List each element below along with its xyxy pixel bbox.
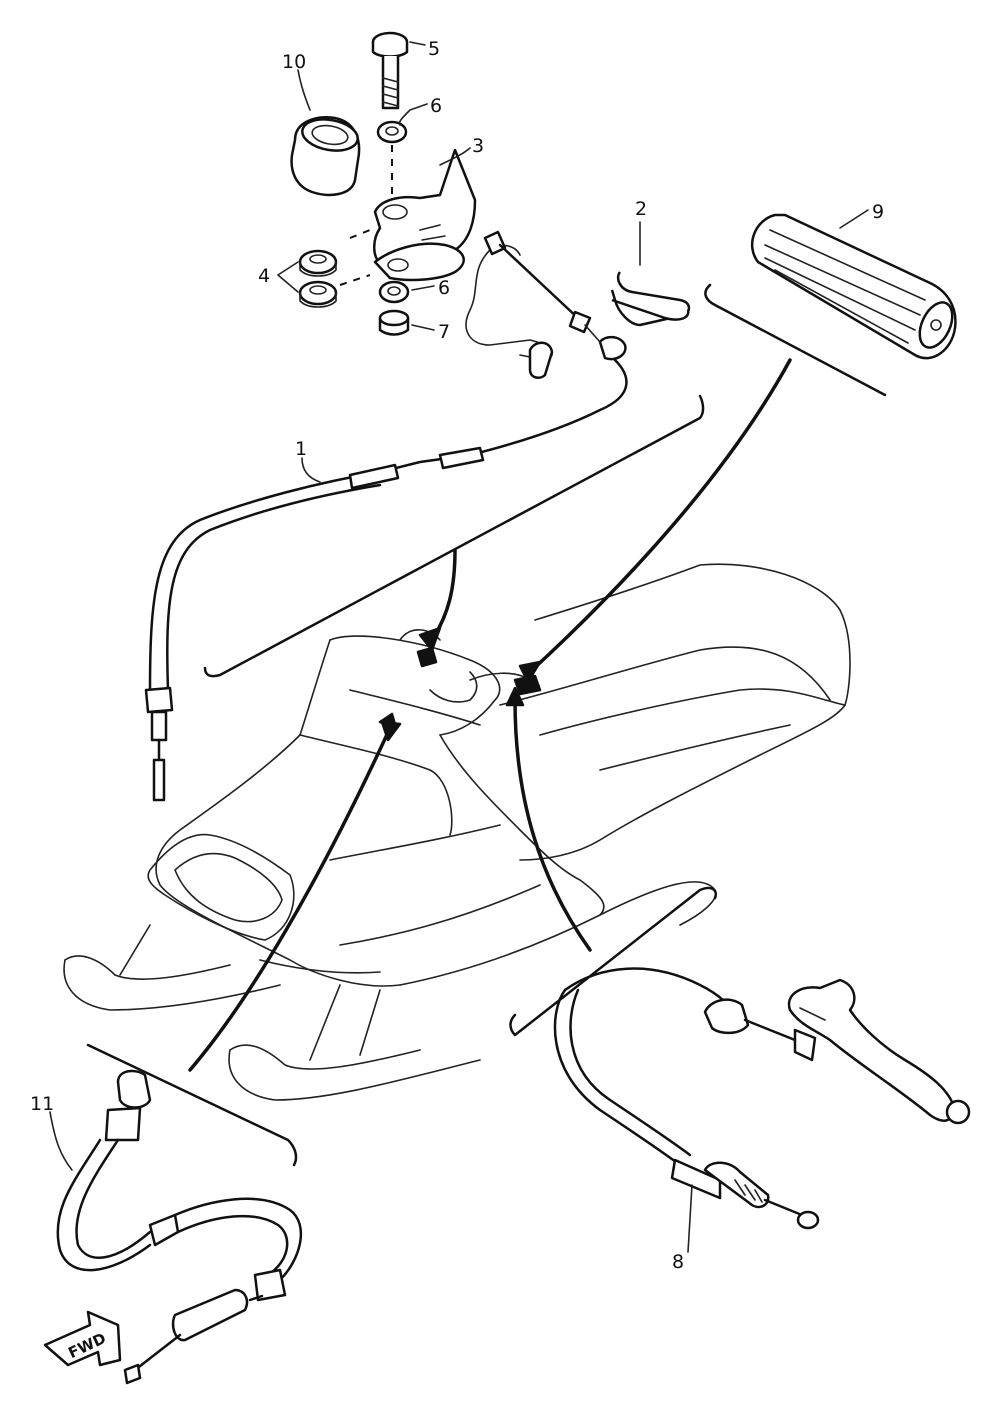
callout-7: 7 xyxy=(438,321,450,343)
callout-9: 9 xyxy=(872,201,884,223)
callout-10: 10 xyxy=(282,51,306,73)
snowmobile-body xyxy=(63,563,851,1101)
callout-8: 8 xyxy=(672,1251,684,1273)
connection-arrows xyxy=(188,358,792,1072)
throttle-housing xyxy=(465,230,627,379)
throttle-lever-bracket xyxy=(339,148,477,286)
throttle-cable xyxy=(144,358,628,802)
callout-leaders xyxy=(49,41,869,1253)
grommets xyxy=(298,249,338,308)
callout-6-lower: 6 xyxy=(438,277,450,299)
bolt xyxy=(371,31,409,110)
assembly-brackets xyxy=(86,283,887,1167)
fwd-arrow: FWD xyxy=(43,1310,122,1367)
callout-11: 11 xyxy=(30,1093,54,1115)
washers-and-nut xyxy=(376,120,410,336)
handlebar-grip xyxy=(750,213,957,360)
cable-clip xyxy=(610,271,691,327)
callout-3: 3 xyxy=(472,135,484,157)
callout-5: 5 xyxy=(428,38,440,60)
callout-2: 2 xyxy=(635,198,647,220)
choke-cable xyxy=(56,1069,303,1385)
brake-cable-and-lever xyxy=(553,967,971,1230)
collar xyxy=(290,116,361,197)
callout-6-upper: 6 xyxy=(430,95,442,117)
callout-4: 4 xyxy=(258,265,270,287)
callout-1: 1 xyxy=(295,438,307,460)
callout-labels: 1 2 3 4 5 6 6 7 8 9 10 11 xyxy=(30,38,884,1273)
